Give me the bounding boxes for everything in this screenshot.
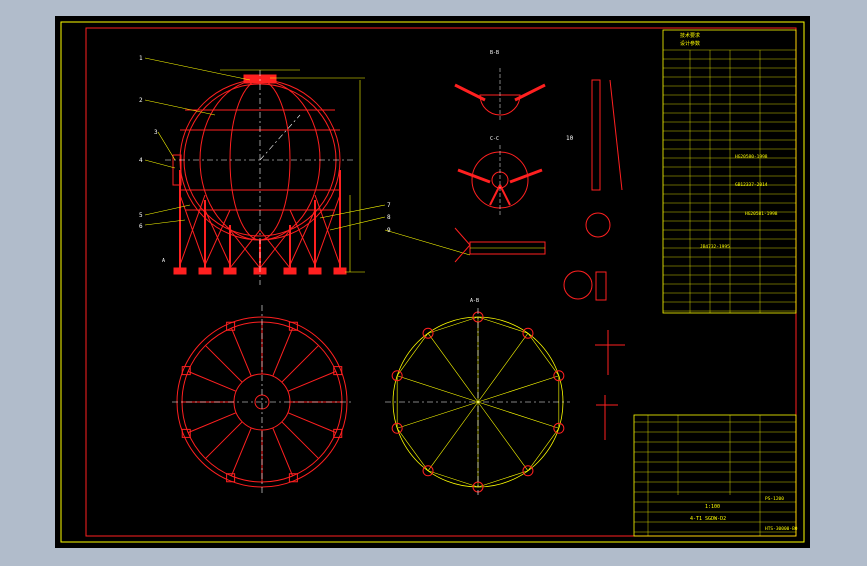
section-cc-detail (457, 145, 543, 215)
balloon-3: 3 (154, 129, 158, 136)
balloon-10: 10 (566, 135, 574, 142)
notes-header-1: 技术要求 (680, 32, 700, 39)
weld-details (595, 330, 625, 440)
section-bb-detail (454, 68, 546, 120)
balloon-4: 4 (139, 157, 143, 164)
title-scale: 1:100 (705, 504, 720, 510)
std-ref-1: HG20580-1998 (735, 154, 768, 160)
std-ref-3: HG20581-1998 (745, 211, 778, 217)
balloon-6: 6 (139, 223, 143, 230)
title-drawing-no: PS-1200 (765, 496, 784, 502)
view-labels: B-B C-C A A-B (162, 50, 499, 304)
balloon-7: 7 (387, 202, 391, 209)
title-company: 4-T1 SGDW-D2 (690, 516, 726, 522)
balloon-2: 2 (139, 97, 143, 104)
outer-border (60, 21, 805, 543)
elevation-leaders (144, 57, 471, 256)
label-cc: C-C (490, 136, 499, 142)
std-ref-2: GB12337-2014 (735, 182, 768, 188)
nozzle-detail (454, 227, 546, 263)
plan-left-centerlines (172, 305, 352, 495)
balloon-1: 1 (139, 55, 143, 62)
title-drawing-title: HTS-30000-B0 (765, 526, 798, 532)
title-block: 1:100 4-T1 SGDW-D2 PS-1200 HTS-30000-B0 (633, 414, 798, 537)
plan-right-centerlines (385, 308, 570, 495)
drawing-sheet (55, 16, 810, 548)
label-bb: B-B (490, 50, 499, 56)
label-a: A (162, 258, 165, 264)
balloon-8: 8 (387, 214, 391, 221)
technical-table: 技术要求 设计参数 HG20580-1998 GB12337-2014 HG20… (662, 29, 797, 314)
label-ab: A-B (470, 298, 479, 304)
notes-header-2: 设计参数 (680, 40, 700, 47)
balloon-labels: 1 2 3 4 5 6 7 8 9 10 (139, 55, 574, 234)
column-detail (563, 79, 623, 301)
std-ref-4: JB4732-1995 (700, 244, 730, 250)
elevation-dimensions (220, 69, 365, 273)
balloon-9: 9 (387, 227, 391, 234)
balloon-5: 5 (139, 212, 143, 219)
elevation-centerlines (165, 70, 355, 285)
